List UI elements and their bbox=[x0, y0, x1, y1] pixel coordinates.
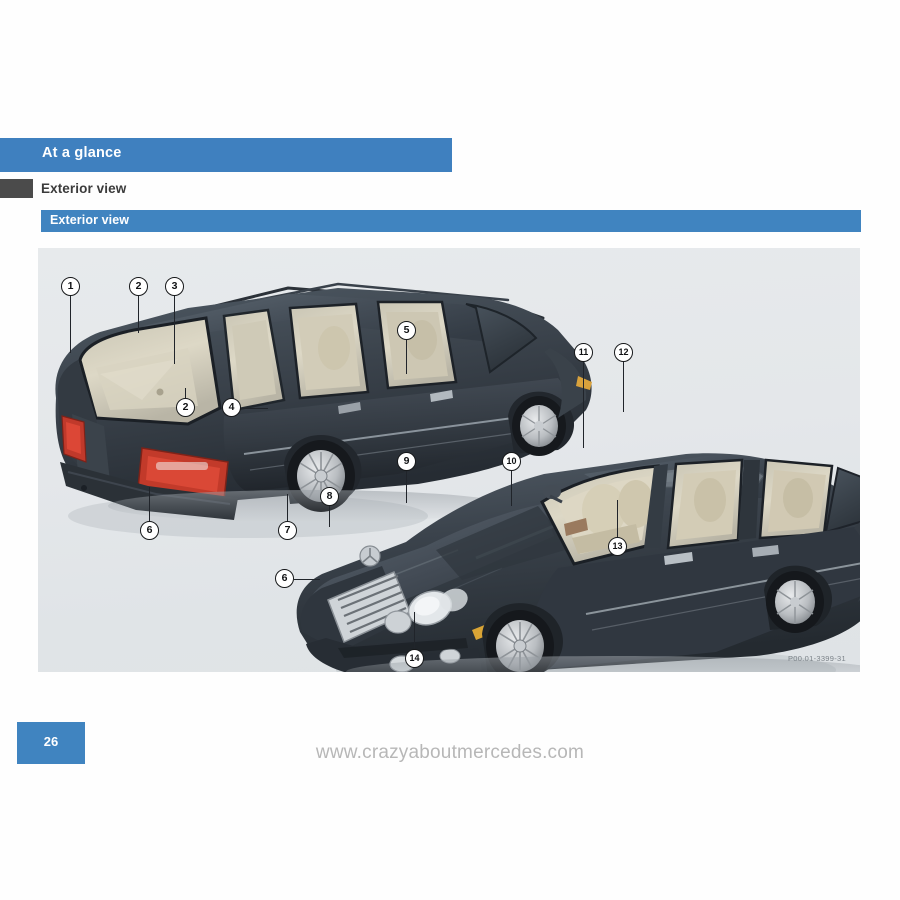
figure-reference-code: P00.01-3399-31 bbox=[788, 654, 846, 663]
callout-leader-line bbox=[287, 494, 289, 521]
callout-marker-4[interactable]: 4 bbox=[222, 398, 241, 417]
vehicle-illustration bbox=[55, 282, 860, 672]
callout-leader-line bbox=[294, 579, 320, 581]
topic-title: Exterior view bbox=[50, 213, 130, 227]
callout-marker-7[interactable]: 7 bbox=[278, 521, 297, 540]
callout-marker-6[interactable]: 6 bbox=[140, 521, 159, 540]
chapter-header-bar bbox=[0, 138, 452, 172]
callout-leader-line bbox=[406, 340, 408, 374]
callout-marker-3[interactable]: 3 bbox=[165, 277, 184, 296]
callout-marker-8[interactable]: 8 bbox=[320, 487, 339, 506]
callout-leader-line bbox=[149, 487, 151, 521]
callout-marker-9[interactable]: 9 bbox=[397, 452, 416, 471]
callout-leader-line bbox=[241, 408, 268, 410]
callout-leader-line bbox=[617, 500, 619, 537]
callout-leader-line bbox=[406, 471, 408, 503]
exterior-view-figure: P00.01-3399-31 bbox=[38, 248, 860, 672]
callout-marker-14[interactable]: 14 bbox=[405, 649, 424, 668]
callout-marker-6[interactable]: 6 bbox=[275, 569, 294, 588]
section-title: Exterior view bbox=[41, 181, 127, 196]
callout-leader-line bbox=[583, 362, 585, 448]
topic-header-bar bbox=[41, 210, 861, 232]
callout-leader-line bbox=[329, 506, 331, 527]
sedan-vehicle bbox=[296, 453, 860, 672]
chapter-title: At a glance bbox=[42, 145, 122, 161]
callout-leader-line bbox=[414, 612, 416, 649]
callout-leader-line bbox=[185, 388, 187, 398]
section-tab-marker bbox=[0, 179, 33, 198]
watermark-url: www.crazyaboutmercedes.com bbox=[315, 742, 585, 763]
callout-marker-10[interactable]: 10 bbox=[502, 452, 521, 471]
page-number: 26 bbox=[43, 734, 59, 749]
callout-marker-13[interactable]: 13 bbox=[608, 537, 627, 556]
callout-marker-12[interactable]: 12 bbox=[614, 343, 633, 362]
callout-leader-line bbox=[70, 296, 72, 353]
callout-leader-line bbox=[511, 471, 513, 506]
callout-leader-line bbox=[174, 296, 176, 364]
callout-marker-2[interactable]: 2 bbox=[129, 277, 148, 296]
callout-marker-1[interactable]: 1 bbox=[61, 277, 80, 296]
callout-marker-11[interactable]: 11 bbox=[574, 343, 593, 362]
callout-marker-2[interactable]: 2 bbox=[176, 398, 195, 417]
callout-leader-line bbox=[138, 296, 140, 333]
page-number-box bbox=[17, 722, 85, 764]
callout-marker-5[interactable]: 5 bbox=[397, 321, 416, 340]
callout-leader-line bbox=[623, 362, 625, 412]
